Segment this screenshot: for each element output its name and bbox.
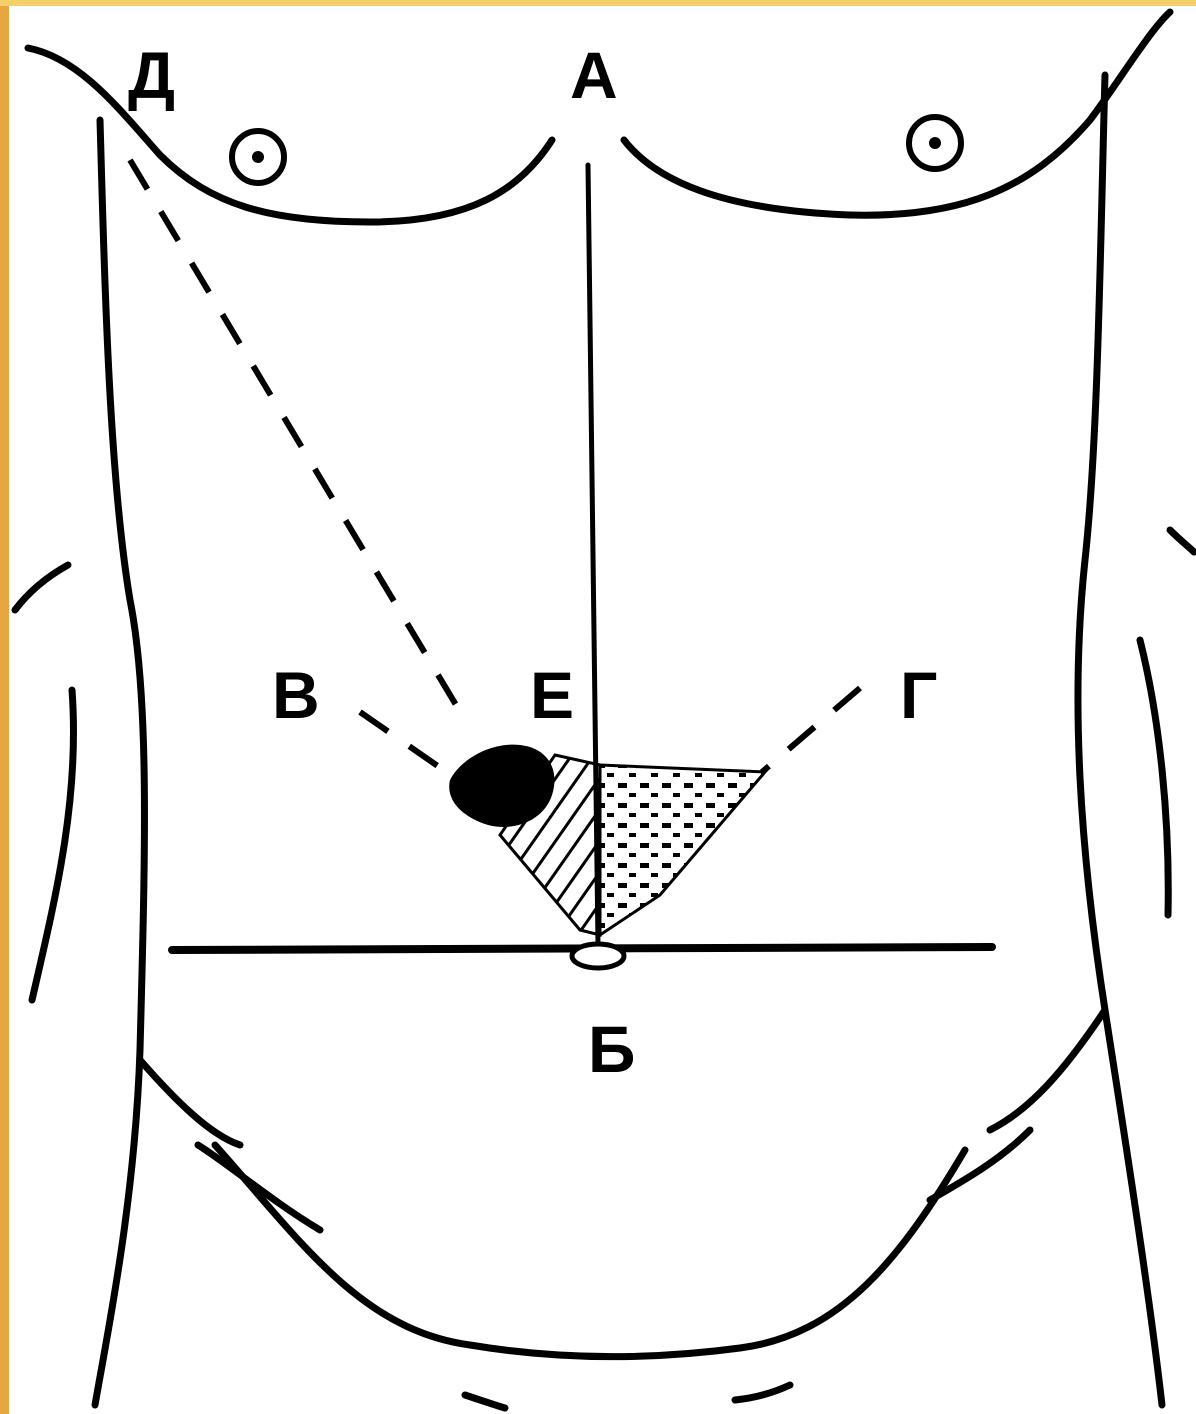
frame-top-edge bbox=[0, 0, 1196, 6]
right-flank-line bbox=[1140, 640, 1168, 915]
right-torso-outline bbox=[1078, 75, 1162, 1405]
dashed-line-v bbox=[360, 712, 455, 778]
dashed-line-g bbox=[762, 688, 860, 772]
left-inguinal-line bbox=[140, 1060, 240, 1145]
region-dotted bbox=[600, 765, 765, 935]
dashed-line-d bbox=[130, 160, 468, 725]
frame-left-edge bbox=[0, 0, 9, 1414]
left-groin-line bbox=[198, 1145, 320, 1230]
left-torso-outline bbox=[95, 120, 144, 1405]
lower-abdomen-curve bbox=[215, 1145, 965, 1357]
label-d: Д bbox=[128, 38, 175, 112]
label-a: А bbox=[570, 38, 618, 112]
right-inguinal-line bbox=[990, 1010, 1105, 1130]
left-flank-line bbox=[32, 690, 74, 1000]
left-arm-line bbox=[15, 565, 68, 610]
umbilicus bbox=[572, 944, 624, 968]
left-shoulder-curve bbox=[28, 48, 552, 222]
right-nipple-icon bbox=[909, 117, 961, 169]
label-v: В bbox=[272, 658, 320, 732]
right-arm-line bbox=[1170, 530, 1194, 552]
label-b: Б bbox=[588, 1012, 635, 1086]
right-groin-line bbox=[930, 1130, 1030, 1200]
right-shoulder-curve bbox=[624, 12, 1170, 215]
label-e: Е bbox=[530, 658, 574, 732]
region-black bbox=[449, 745, 554, 827]
pubic-line-right bbox=[735, 1385, 790, 1400]
left-nipple-icon bbox=[232, 131, 284, 183]
label-g: Г bbox=[900, 658, 937, 732]
pubic-line-left bbox=[465, 1395, 505, 1408]
